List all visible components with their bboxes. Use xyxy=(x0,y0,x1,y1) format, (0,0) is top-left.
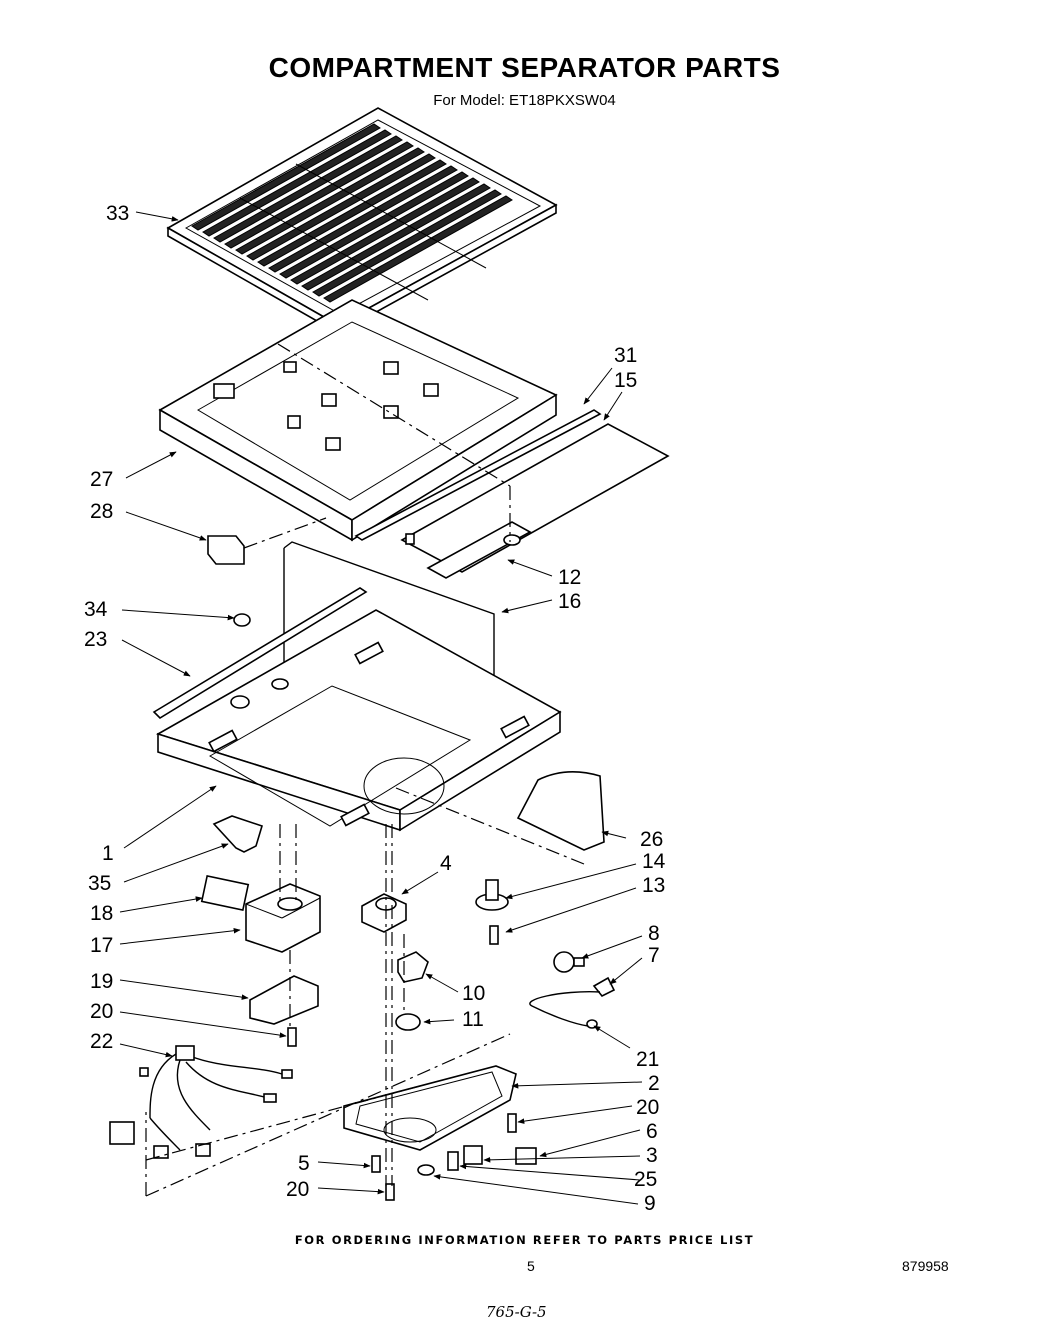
ordering-note: FOR ORDERING INFORMATION REFER TO PARTS … xyxy=(294,1233,755,1247)
callout-8: 8 xyxy=(648,922,660,945)
callout-3: 3 xyxy=(646,1144,658,1167)
washer-part-9 xyxy=(417,1164,435,1176)
callout-22: 22 xyxy=(90,1030,113,1053)
callout-14: 14 xyxy=(642,850,666,873)
callout-35: 35 xyxy=(88,872,111,895)
screw-part-20-left xyxy=(287,1027,297,1047)
handwritten-note: 765-G-5 xyxy=(486,1303,547,1321)
separator-base-part-1 xyxy=(156,609,562,832)
gasket-part-18 xyxy=(200,874,250,912)
damper-part-4 xyxy=(361,893,407,933)
screw-part-13 xyxy=(489,925,499,945)
callout-5: 5 xyxy=(298,1152,310,1175)
callout-17: 17 xyxy=(90,934,113,957)
callout-19: 19 xyxy=(90,970,113,993)
screw-part-5 xyxy=(371,1155,381,1173)
lower-housing-part-2 xyxy=(343,1065,517,1151)
socket-part-7 xyxy=(592,976,616,998)
callout-33: 33 xyxy=(106,202,129,225)
document-number: 879958 xyxy=(902,1258,949,1274)
pad-part-28 xyxy=(207,535,245,565)
callout-16: 16 xyxy=(558,590,581,613)
callout-23: 23 xyxy=(84,628,107,651)
grommet-part-34 xyxy=(233,613,251,627)
callout-12: 12 xyxy=(558,566,581,589)
callout-9: 9 xyxy=(644,1192,656,1215)
callout-28: 28 xyxy=(90,500,113,523)
rails-parts-31-15-12 xyxy=(354,409,670,579)
bracket-part-35 xyxy=(212,815,263,853)
callout-25: 25 xyxy=(634,1168,657,1191)
insulation-part-26 xyxy=(516,771,605,851)
callout-21: 21 xyxy=(636,1048,659,1071)
control-part-19 xyxy=(249,975,319,1025)
callout-13: 13 xyxy=(642,874,665,897)
callout-4: 4 xyxy=(440,852,452,875)
wiring-harness-part-22 xyxy=(109,1045,293,1159)
callout-34: 34 xyxy=(84,598,108,621)
callout-6: 6 xyxy=(646,1120,658,1143)
callout-10: 10 xyxy=(462,982,485,1005)
connector-part-6 xyxy=(515,1147,537,1165)
callout-31: 31 xyxy=(614,344,637,367)
callout-20-a: 20 xyxy=(90,1000,113,1023)
callout-18: 18 xyxy=(90,902,113,925)
callout-15: 15 xyxy=(614,369,637,392)
model-subtitle: For Model: ET18PKXSW04 xyxy=(433,92,616,109)
cap-part-11 xyxy=(395,1013,421,1031)
leader-lines xyxy=(119,211,643,1205)
housing-part-17 xyxy=(245,883,321,953)
page-number: 5 xyxy=(527,1258,535,1274)
switch-part-10 xyxy=(397,951,429,983)
screw-part-20-bottom xyxy=(385,1183,395,1201)
grille-part-33 xyxy=(166,107,558,335)
screw-part-20-right xyxy=(507,1113,517,1133)
knob-part-14 xyxy=(475,879,509,911)
callout-26: 26 xyxy=(640,828,663,851)
page-title: COMPARTMENT SEPARATOR PARTS xyxy=(268,52,781,83)
strip-part-23 xyxy=(152,587,368,720)
callout-27: 27 xyxy=(90,468,113,491)
connector-part-3 xyxy=(463,1145,483,1165)
screw-part-25 xyxy=(447,1151,459,1171)
callout-11: 11 xyxy=(462,1008,484,1031)
callout-7: 7 xyxy=(648,944,660,967)
bulb-part-8 xyxy=(553,951,585,973)
wire-part-21 xyxy=(529,991,601,1027)
separator-tray-part-27 xyxy=(158,299,558,542)
callout-20-b: 20 xyxy=(636,1096,659,1119)
callout-20-c: 20 xyxy=(286,1178,309,1201)
callout-2: 2 xyxy=(648,1072,660,1095)
callout-1: 1 xyxy=(102,842,114,865)
